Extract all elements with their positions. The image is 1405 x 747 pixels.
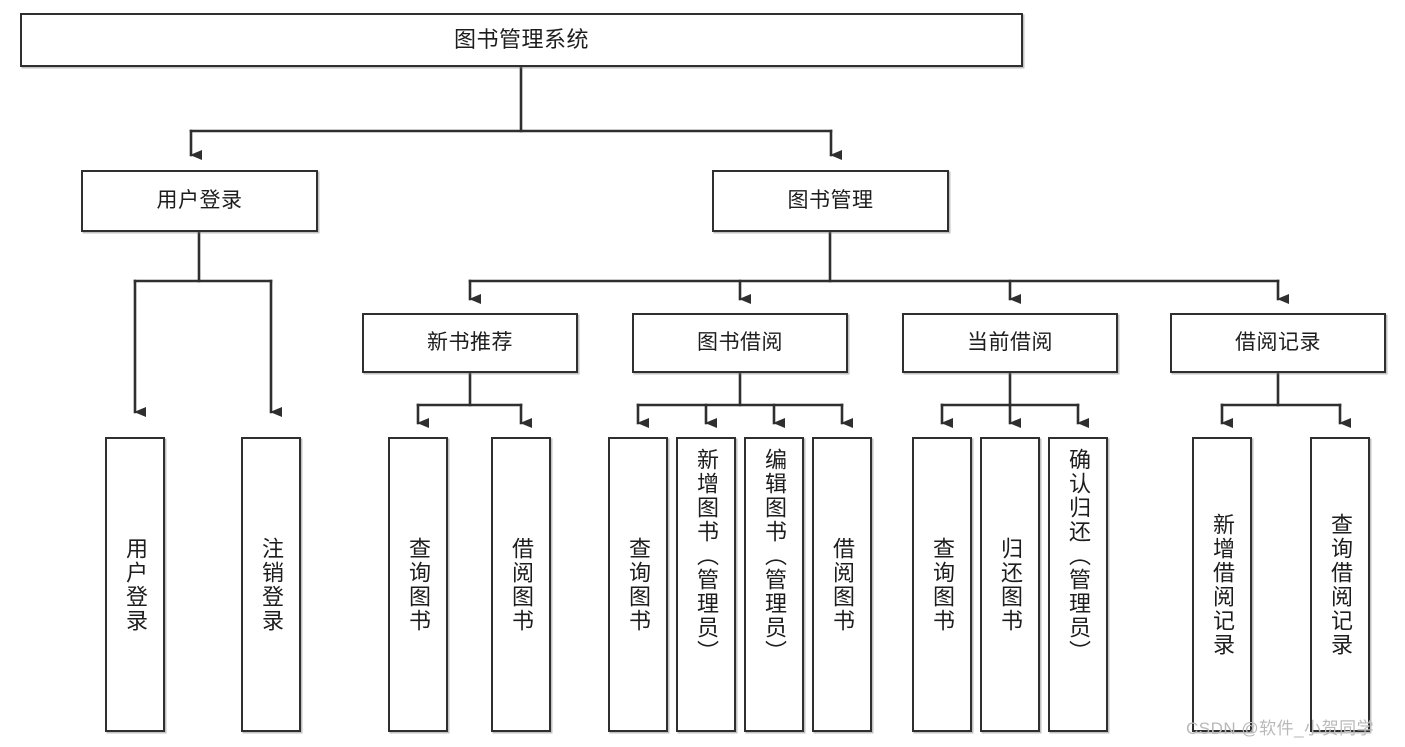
node-borrow-record[interactable]: 借阅记录 bbox=[1170, 313, 1386, 373]
node-leaf-query-book-2[interactable]: 查询图书 bbox=[608, 437, 668, 732]
node-leaf-user-login[interactable]: 用户登录 bbox=[105, 437, 165, 732]
node-borrow-record-label: 借阅记录 bbox=[1235, 331, 1321, 355]
node-leaf-query-book-3-label: 查询图书 bbox=[929, 536, 955, 633]
node-root-label: 图书管理系统 bbox=[453, 26, 589, 52]
csdn-watermark: CSDN @软件_小贺同学 bbox=[1186, 719, 1375, 738]
node-leaf-borrow-book-2-label: 借阅图书 bbox=[829, 536, 855, 633]
node-leaf-query-book-2-label: 查询图书 bbox=[625, 536, 651, 633]
node-leaf-add-record-label: 新增借阅记录 bbox=[1209, 512, 1235, 657]
node-leaf-add-book-label: 新增图书（管理员） bbox=[693, 448, 719, 664]
node-new-book-recommend[interactable]: 新书推荐 bbox=[362, 313, 578, 373]
node-leaf-query-record[interactable]: 查询借阅记录 bbox=[1310, 437, 1370, 732]
node-leaf-query-book-1-label: 查询图书 bbox=[405, 536, 431, 633]
node-leaf-add-book[interactable]: 新增图书（管理员） bbox=[676, 437, 736, 732]
node-leaf-edit-book-label: 编辑图书（管理员） bbox=[761, 448, 787, 664]
node-leaf-confirm-return-label: 确认归还（管理员） bbox=[1065, 448, 1091, 664]
node-leaf-logout-label: 注销登录 bbox=[258, 536, 284, 633]
node-user-login[interactable]: 用户登录 bbox=[81, 170, 318, 232]
node-book-borrow[interactable]: 图书借阅 bbox=[632, 313, 848, 373]
node-leaf-borrow-book-1-label: 借阅图书 bbox=[508, 536, 534, 633]
node-leaf-add-record[interactable]: 新增借阅记录 bbox=[1192, 437, 1252, 732]
node-leaf-borrow-book-2[interactable]: 借阅图书 bbox=[812, 437, 872, 732]
node-leaf-confirm-return[interactable]: 确认归还（管理员） bbox=[1048, 437, 1108, 732]
node-leaf-query-record-label: 查询借阅记录 bbox=[1327, 512, 1353, 657]
node-leaf-query-book-1[interactable]: 查询图书 bbox=[388, 437, 448, 732]
node-user-login-label: 用户登录 bbox=[156, 189, 243, 213]
node-root[interactable]: 图书管理系统 bbox=[20, 13, 1023, 67]
node-book-borrow-label: 图书借阅 bbox=[697, 331, 783, 355]
node-leaf-borrow-book-1[interactable]: 借阅图书 bbox=[491, 437, 551, 732]
node-current-borrow-label: 当前借阅 bbox=[967, 331, 1053, 355]
node-leaf-return-book-label: 归还图书 bbox=[997, 536, 1023, 633]
node-leaf-logout[interactable]: 注销登录 bbox=[241, 437, 301, 732]
node-book-manage-label: 图书管理 bbox=[787, 189, 874, 213]
node-book-manage[interactable]: 图书管理 bbox=[712, 170, 949, 232]
node-leaf-return-book[interactable]: 归还图书 bbox=[980, 437, 1040, 732]
node-leaf-user-login-label: 用户登录 bbox=[122, 536, 148, 633]
node-leaf-edit-book[interactable]: 编辑图书（管理员） bbox=[744, 437, 804, 732]
node-new-book-recommend-label: 新书推荐 bbox=[427, 331, 513, 355]
node-current-borrow[interactable]: 当前借阅 bbox=[902, 313, 1118, 373]
node-leaf-query-book-3[interactable]: 查询图书 bbox=[912, 437, 972, 732]
